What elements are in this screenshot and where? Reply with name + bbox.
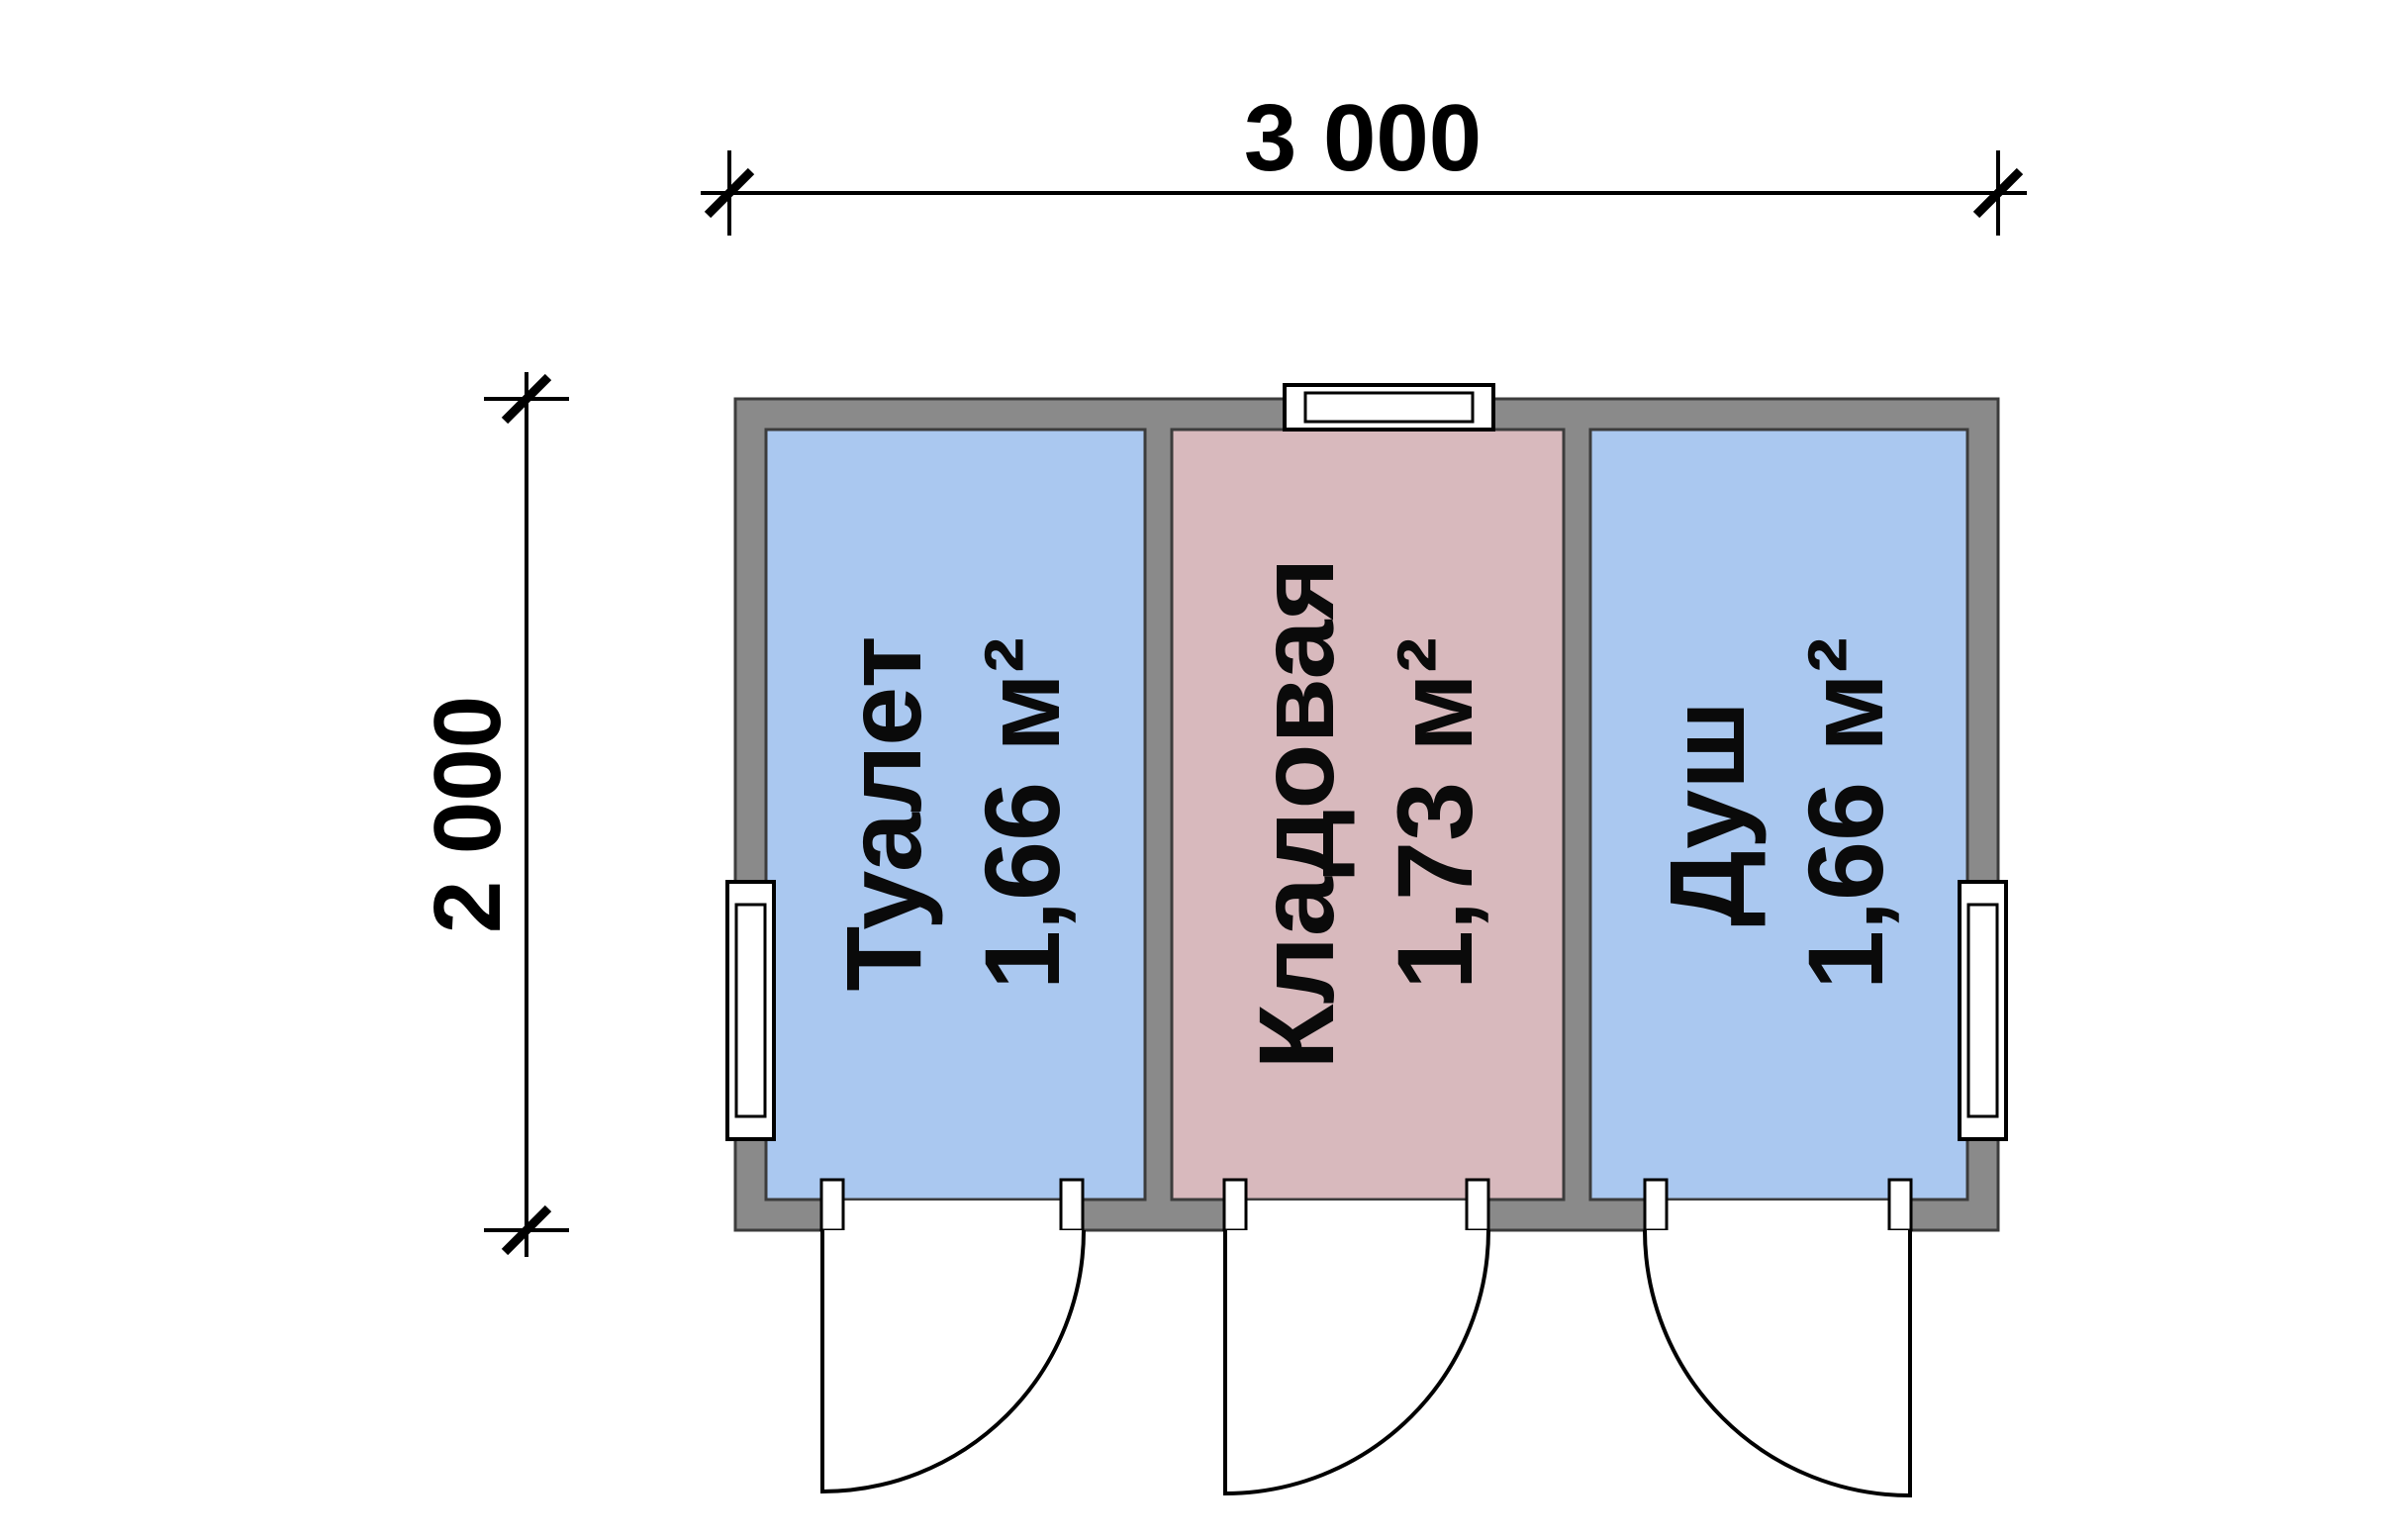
door-toilet-jamb-left (819, 1178, 845, 1232)
door-storage-jamb-left (1222, 1178, 1248, 1232)
room-toilet-name: Туалет (823, 635, 943, 991)
door-shower-swing (1643, 1229, 1912, 1498)
door-storage-swing (1223, 1229, 1490, 1496)
window-top (1283, 383, 1495, 432)
room-shower-floor (1588, 428, 1969, 1202)
room-shower-name: Душ (1647, 701, 1767, 926)
window-top-sash (1303, 391, 1475, 424)
width-dimension-label: 3 000 (1244, 85, 1482, 191)
top-dimension: 3 000 (701, 85, 2027, 236)
room-labels: Туалет 1,66 м² Кладовая 1,73 м² Душ 1,66… (823, 557, 1905, 1069)
window-right (1958, 880, 2008, 1141)
door-storage-jamb-right (1465, 1178, 1490, 1232)
height-dimension-label: 2 000 (415, 696, 521, 933)
window-left (725, 880, 776, 1141)
room-shower-area: 1,66 м² (1785, 637, 1905, 990)
window-left-sash (734, 903, 767, 1118)
room-storage-floor (1170, 428, 1566, 1202)
left-dimension-bottom-tick (501, 1204, 552, 1256)
top-dimension-left-tick (704, 167, 755, 219)
door-toilet-jamb-right (1059, 1178, 1085, 1232)
left-dimension-top-tick (501, 373, 552, 425)
room-toilet-area: 1,66 м² (962, 637, 1082, 990)
room-storage-area: 1,73 м² (1375, 637, 1494, 990)
top-dimension-right-tick (1972, 167, 2024, 219)
door-shower-jamb-right (1887, 1178, 1913, 1232)
room-storage-name: Кладовая (1236, 557, 1356, 1069)
door-toilet-swing (820, 1229, 1086, 1494)
window-right-sash (1966, 903, 1999, 1118)
room-toilet-floor (764, 428, 1147, 1202)
left-dimension: 2 000 (415, 372, 569, 1257)
door-shower-jamb-left (1643, 1178, 1669, 1232)
